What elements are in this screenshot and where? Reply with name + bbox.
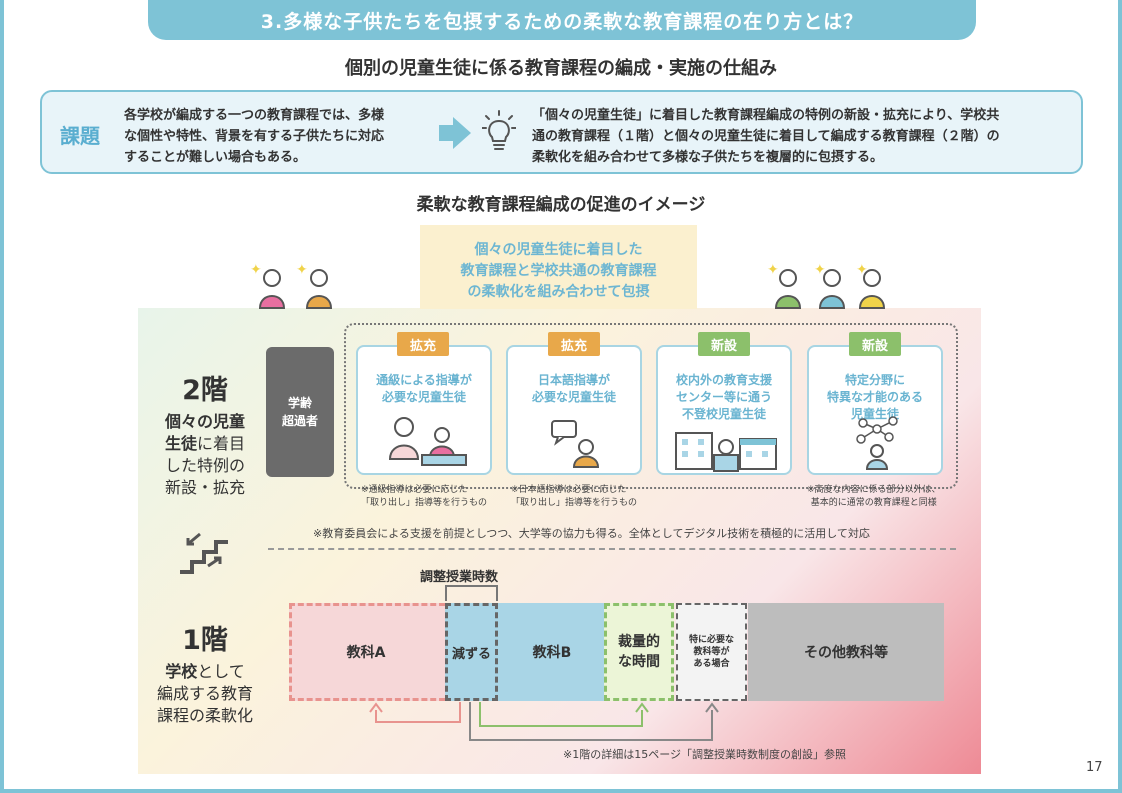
issue-label: 課題 <box>60 124 100 148</box>
floor2-desc-bold: 生徒 <box>164 434 197 453</box>
floor2-description: 個々の児童 生徒に着目 した特例の 新設・拡充 <box>150 411 260 499</box>
page-number: 17 <box>1086 760 1103 775</box>
image-title: 柔軟な教育課程編成の促進のイメージ <box>416 195 706 215</box>
card-text: 特定分野に <box>844 373 905 387</box>
card-japanese: 日本語指導が必要な児童生徒 <box>506 345 642 475</box>
card-text: 不登校児童生徒 <box>681 407 766 421</box>
floor1-desc-bold: 学校 <box>165 662 198 681</box>
card-note: ※日本語指導は必要に応じた「取り出し」指導等を行うもの <box>511 484 637 510</box>
special-cases-group <box>344 323 958 489</box>
issue-line: 各学校が編成する一つの教育課程では、多様 <box>124 108 385 123</box>
floor2-desc-text: した特例の <box>164 456 245 475</box>
issue-box: 課題 各学校が編成する一つの教育課程では、多様 な個性や特性、背景を有する子供た… <box>40 90 1083 174</box>
segment-discretionary-time: 裁量的な時間 <box>604 603 674 701</box>
card-text: 通級による指導が <box>376 373 472 387</box>
floor2-desc-text: 新設・拡充 <box>164 478 245 497</box>
segment-text: 裁量的 <box>618 634 660 650</box>
person-icon <box>818 268 846 310</box>
sparkle-icon: ✦ <box>856 262 868 278</box>
floor2-number: 2階 <box>182 375 228 406</box>
floor2-label: 2階 個々の児童 生徒に着目 した特例の 新設・拡充 <box>150 368 260 499</box>
segment-text: 教科等が <box>693 647 730 657</box>
floor2-desc-text: に着目 <box>197 434 246 453</box>
floor1-label: 1階 学校として 編成する教育 課程の柔軟化 <box>148 618 262 727</box>
over-age-line: 超過者 <box>281 414 318 428</box>
tag-expand: 拡充 <box>397 332 449 356</box>
person-icon <box>258 268 286 310</box>
center-box-line: の柔軟化を組み合わせて包摂 <box>467 284 650 300</box>
segment-text: な時間 <box>618 654 660 670</box>
card-note-line: ※日本語指導は必要に応じた <box>511 485 627 495</box>
floor1-number: 1階 <box>182 625 228 656</box>
person-icon <box>774 268 802 310</box>
header-title: 3.多様な子供たちを包摂するための柔軟な教育課程の在り方とは？ <box>260 10 864 33</box>
card-text: センター等に通う <box>675 390 772 404</box>
sparkle-icon: ✦ <box>250 262 262 278</box>
floor1-desc-text: 編成する教育 <box>156 684 253 703</box>
segment-special-subjects: 特に必要な教科等がある場合 <box>676 603 747 701</box>
issue-line: することが難しい場合もある。 <box>124 150 307 165</box>
card-tsukyu: 通級による指導が必要な児童生徒 <box>356 345 492 475</box>
segment-subject-b: 教科B <box>498 603 606 701</box>
segment-reduce: 減ずる <box>445 603 498 701</box>
segment-other-subjects: その他教科等 <box>748 603 944 701</box>
card-text: 特異な才能のある <box>826 390 923 404</box>
tag-new: 新設 <box>849 332 901 356</box>
adjust-bracket <box>445 585 498 601</box>
sparkle-icon: ✦ <box>814 262 826 278</box>
floor1-desc-text: 課程の柔軟化 <box>156 706 253 725</box>
center-box-line: 教育課程と学校共通の教育課程 <box>460 263 657 279</box>
section-subtitle: 個別の児童生徒に係る教育課程の編成・実施の仕組み <box>345 58 777 79</box>
sparkle-icon: ✦ <box>296 262 308 278</box>
network-student-icon <box>856 416 898 470</box>
person-icon <box>858 268 886 310</box>
reallocation-arrows <box>369 702 719 741</box>
solution-text: 「個々の児童生徒」に着目した教育課程編成の特例の新設・拡充により、学校共 通の教… <box>532 105 1072 168</box>
adjust-hours-label: 調整授業時数 <box>420 570 499 585</box>
teacher-student-icon <box>388 417 467 466</box>
card-text: 校内外の教育支援 <box>675 373 772 387</box>
center-box-line: 個々の児童生徒に着目した <box>474 242 643 258</box>
segment-text: 特に必要な <box>688 635 734 645</box>
floor1-desc-text: として <box>197 662 245 681</box>
card-note: ※高度な内容に係る部分以外は、基本的に通常の教育課程と同様 <box>807 484 941 510</box>
footnote: ※1階の詳細は15ページ「調整授業時数制度の創設」参照 <box>563 748 846 761</box>
card-note-line: ※通級指導は必要に応じた <box>361 485 468 495</box>
card-note-line: ※高度な内容に係る部分以外は、 <box>807 485 941 495</box>
card-note-line: 基本的に通常の教育課程と同様 <box>810 498 937 508</box>
solution-line: 通の教育課程（１階）と個々の児童生徒に着目して編成する教育課程（２階）の <box>532 129 1000 144</box>
card-note-line: 「取り出し」指導等を行うもの <box>511 498 638 508</box>
card-gifted: 特定分野に特異な才能のある児童生徒 <box>807 345 943 475</box>
support-note: ※教育委員会による支援を前提としつつ、大学等の協力も得る。全体としてデジタル技術… <box>313 527 870 540</box>
over-age-box: 学齢超過者 <box>266 347 334 477</box>
solution-line: 「個々の児童生徒」に着目した教育課程編成の特例の新設・拡充により、学校共 <box>532 108 1000 123</box>
card-text: 児童生徒 <box>850 407 899 421</box>
card-text: 必要な児童生徒 <box>381 390 466 404</box>
page-header: 3.多様な子供たちを包摂するための柔軟な教育課程の在り方とは？ <box>148 0 976 40</box>
center-box: 個々の児童生徒に着目した 教育課程と学校共通の教育課程 の柔軟化を組み合わせて包… <box>420 225 697 309</box>
card-text: 日本語指導が <box>537 373 610 387</box>
floor1-description: 学校として 編成する教育 課程の柔軟化 <box>148 661 262 727</box>
sparkle-icon: ✦ <box>767 262 779 278</box>
stairs-icon <box>178 530 230 574</box>
floor-divider <box>268 548 956 550</box>
card-note: ※通級指導は必要に応じた「取り出し」指導等を行うもの <box>361 484 487 510</box>
floor2-desc-bold: 個々の児童 <box>164 412 245 431</box>
card-text: 必要な児童生徒 <box>531 390 616 404</box>
solution-line: 柔軟化を組み合わせて多様な子供たちを複層的に包摂する。 <box>532 150 884 165</box>
person-icon <box>305 268 333 310</box>
speech-student-icon <box>551 420 600 468</box>
issue-line: な個性や特性、背景を有する子供たちに対応 <box>124 129 385 144</box>
over-age-line: 学齢 <box>287 396 312 410</box>
segment-text: ある場合 <box>693 659 730 669</box>
card-note-line: 「取り出し」指導等を行うもの <box>361 498 488 508</box>
issue-text: 各学校が編成する一つの教育課程では、多様 な個性や特性、背景を有する子供たちに対… <box>124 105 424 168</box>
lightbulb-icon <box>482 110 516 154</box>
tag-new: 新設 <box>698 332 750 356</box>
school-building-icon <box>675 432 777 472</box>
card-futoko: 校内外の教育支援センター等に通う不登校児童生徒 <box>656 345 792 475</box>
tag-expand: 拡充 <box>548 332 600 356</box>
